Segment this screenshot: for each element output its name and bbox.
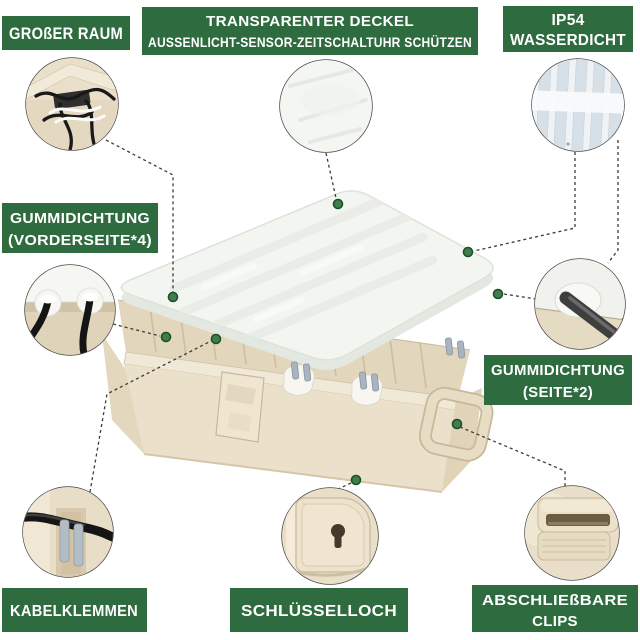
- label-clips-line2: CLIPS: [532, 613, 578, 630]
- label-gummi-side-line1: GUMMIDICHTUNG: [491, 363, 625, 379]
- callout-interior-cables: [25, 57, 119, 151]
- leader-gummi-front: [112, 323, 161, 337]
- dot-schluesselloch: [350, 474, 362, 486]
- callout-lockable-clips: [524, 485, 620, 581]
- label-transparenter-deckel: TRANSPARENTER DECKEL AUSSENLICHT-SENSOR-…: [142, 7, 478, 55]
- label-ip54-line1: IP54: [551, 12, 584, 29]
- dot-grosser-raum: [167, 291, 179, 303]
- label-gummidichtung-vorderseite: GUMMIDICHTUNG (VORDERSEITE*4): [2, 203, 158, 253]
- callout-cable-clamps: [22, 486, 114, 578]
- label-gummi-side-line2: (SEITE*2): [523, 384, 593, 401]
- callout-keyhole: [281, 487, 379, 585]
- label-gummi-front-line2: (VORDERSEITE*4): [8, 232, 152, 249]
- callout-transparent-lid: [279, 59, 373, 153]
- callout-side-seal: [534, 258, 626, 350]
- box-right-face: [442, 388, 482, 492]
- label-schluesselloch: SCHLÜSSELLOCH: [230, 588, 408, 632]
- dot-gummi-side: [492, 288, 504, 300]
- label-grosser-raum: GROßER RAUM: [2, 16, 130, 50]
- leader-clips: [459, 426, 566, 487]
- label-schluesselloch-text: SCHLÜSSELLOCH: [241, 601, 397, 620]
- label-ip54-line2: WASSERDICHT: [510, 32, 626, 49]
- label-clips-line1: ABSCHLIEßBARE: [482, 592, 628, 609]
- rim-seals-and-clamps: [283, 337, 466, 406]
- label-abschliessbare-clips: ABSCHLIEßBARE CLIPS: [472, 585, 638, 632]
- lid-ribs: [169, 191, 438, 360]
- feature-dots: [160, 198, 504, 486]
- label-kabelklemmen: KABELKLEMMEN: [2, 588, 147, 632]
- product-box-photo: [102, 190, 494, 493]
- leader-gummi-side: [503, 293, 537, 300]
- leader-ip54-b: [607, 140, 619, 264]
- box-left-face: [102, 334, 146, 456]
- label-grosser-raum-text: GROßER RAUM: [9, 25, 123, 43]
- label-deckel-line1: TRANSPARENTER DECKEL: [206, 14, 414, 30]
- box-front-face: [124, 364, 456, 493]
- callout-lid-ribs: [531, 58, 625, 152]
- callout-front-seals: [24, 264, 116, 356]
- transparent-lid: [120, 190, 494, 370]
- leader-lines: [89, 139, 619, 493]
- label-gummidichtung-seite: GUMMIDICHTUNG (SEITE*2): [484, 355, 632, 405]
- leader-grosser-raum: [105, 139, 174, 292]
- leader-ip54-a: [473, 152, 576, 252]
- dot-gummi-front: [160, 331, 172, 343]
- label-ip54: IP54 WASSERDICHT: [503, 6, 633, 52]
- dot-clips: [451, 418, 463, 430]
- label-deckel-line2: AUSSENLICHT-SENSOR-ZEITSCHALTUHR SCHÜTZE…: [148, 35, 472, 50]
- side-handle: [418, 386, 494, 462]
- leader-deckel: [325, 152, 337, 199]
- label-gummi-front-line1: GUMMIDICHTUNG: [10, 210, 150, 227]
- dot-deckel: [332, 198, 344, 210]
- dot-ip54: [462, 246, 474, 258]
- dot-kabelklemmen: [210, 333, 222, 345]
- front-latch: [215, 371, 265, 443]
- label-kabelklemmen-text: KABELKLEMMEN: [10, 603, 138, 620]
